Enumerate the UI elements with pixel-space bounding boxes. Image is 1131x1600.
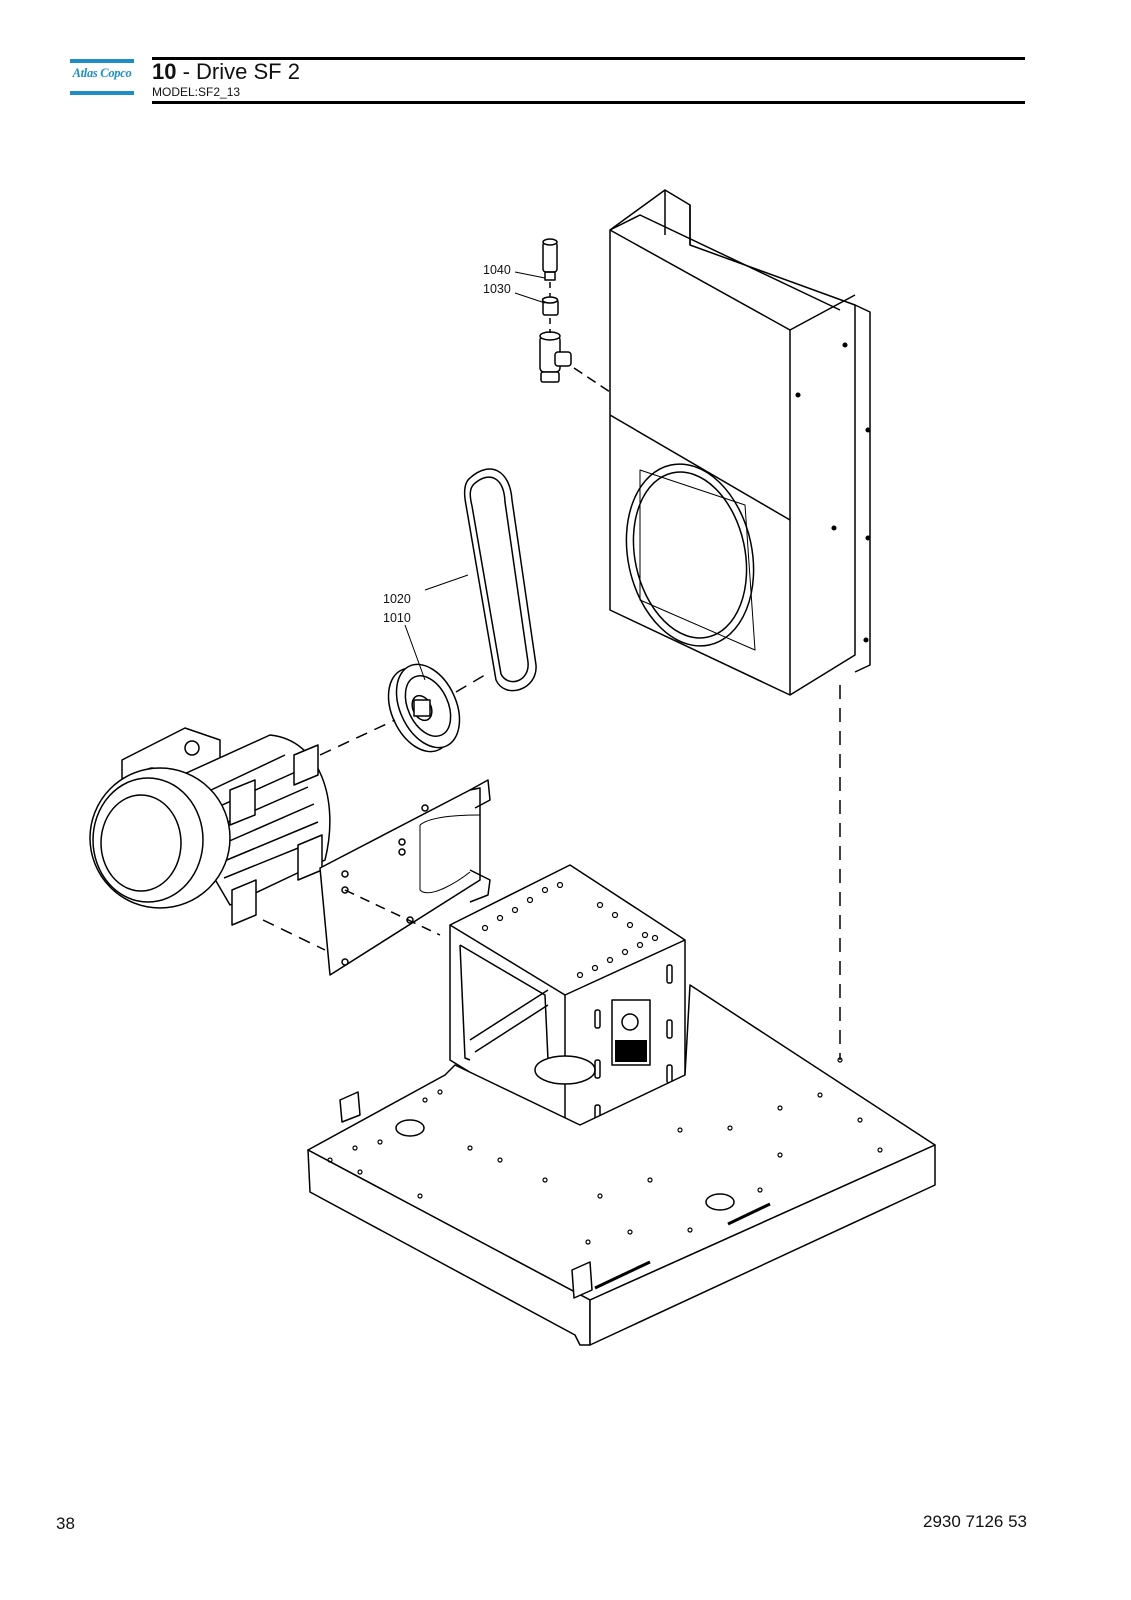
lubrication-fittings	[539, 238, 611, 393]
header-rule-bottom	[152, 101, 1025, 104]
pulley	[387, 663, 491, 753]
logo-bar-top	[70, 59, 134, 63]
motor-mounting-plate	[319, 779, 491, 976]
callout-leaders	[404, 271, 546, 681]
callout-1010: 1010	[383, 611, 411, 625]
atlas-copco-logo: Atlas Copco	[70, 59, 134, 96]
base-frame	[307, 685, 936, 1346]
model-label: MODEL:SF2_13	[152, 85, 241, 99]
callout-1040: 1040	[483, 263, 511, 277]
page-title: 10 - Drive SF 2	[152, 59, 300, 85]
document-number: 2930 7126 53	[923, 1512, 1027, 1531]
drive-frame	[449, 864, 686, 1151]
v-belt	[463, 468, 537, 692]
fan-housing	[609, 189, 871, 696]
callout-1030: 1030	[483, 282, 511, 296]
header-rule-top	[152, 57, 1025, 60]
electric-motor	[89, 719, 396, 951]
page-number: 38	[56, 1514, 75, 1533]
callout-1020: 1020	[383, 592, 411, 606]
logo-wordmark: Atlas Copco	[72, 66, 132, 80]
section-number: 10	[152, 59, 177, 84]
section-title: - Drive SF 2	[176, 59, 300, 84]
logo-bar-bottom	[70, 91, 134, 95]
